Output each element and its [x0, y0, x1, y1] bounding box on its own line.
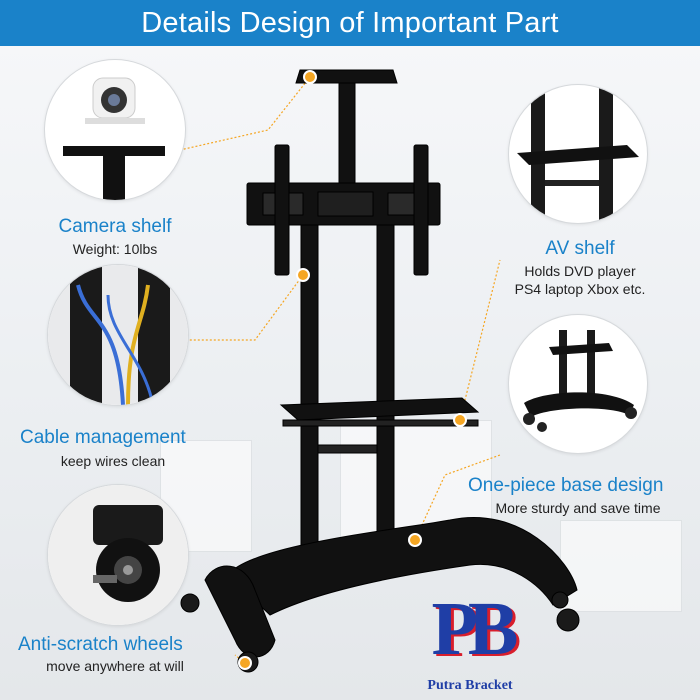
page-title: Details Design of Important Part: [141, 6, 559, 39]
cable-management-title: Cable management: [20, 427, 186, 448]
connector-cable: [185, 274, 304, 341]
cable-management-detail-circle: [47, 264, 189, 406]
base-design-title: One-piece base design: [468, 475, 664, 496]
av-shelf-detail-line2: PS4 laptop Xbox etc.: [514, 281, 646, 297]
wheels-detail-circle: [47, 484, 189, 626]
wheels-title: Anti-scratch wheels: [18, 634, 183, 655]
av-shelf-board: [279, 397, 480, 421]
column-right: [376, 224, 395, 571]
camera-post: [338, 82, 356, 194]
putra-bracket-logo: PB Putra Bracket: [414, 587, 526, 700]
connector-lines: [179, 76, 501, 664]
top-camera-shelf: [295, 69, 398, 84]
vesa-arm-right: [413, 144, 429, 276]
base-frame: [227, 517, 578, 616]
connector-av: [459, 259, 501, 421]
camera-shelf-detail-circle: [44, 59, 186, 201]
wheels-detail: move anywhere at will: [46, 658, 184, 674]
base-design-detail: More sturdy and save time: [495, 500, 661, 516]
av-shelf-title: AV shelf: [545, 238, 615, 259]
connector-camera: [179, 76, 311, 151]
av-shelf-detail-circle: [508, 84, 648, 224]
orange-dots: [238, 70, 467, 670]
logo-name: Putra Bracket: [427, 678, 513, 693]
header-banner: Details Design of Important Part: [0, 0, 700, 46]
av-shelf-detail-line1: Holds DVD player: [524, 263, 636, 279]
cable-management-detail: keep wires clean: [60, 453, 166, 469]
base-detail-circle: [508, 314, 648, 454]
vesa-arm-left: [274, 144, 290, 276]
camera-shelf-title: Camera shelf: [58, 216, 172, 237]
stand: [180, 69, 580, 673]
logo-letters: PB: [431, 587, 518, 671]
camera-shelf-detail: Weight: 10lbs: [72, 241, 158, 257]
